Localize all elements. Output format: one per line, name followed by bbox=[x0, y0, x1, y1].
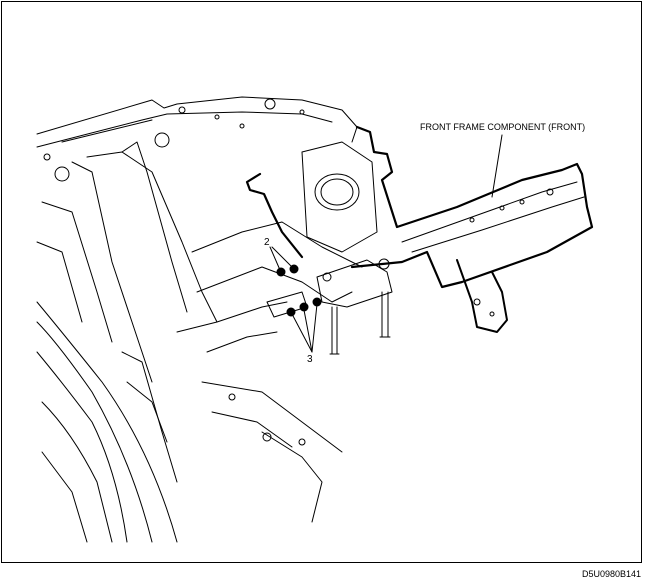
wheel-housing-arc bbox=[36, 301, 178, 543]
leader-3c bbox=[311, 303, 318, 353]
front-frame-component-label: FRONT FRAME COMPONENT (FRONT) bbox=[420, 122, 586, 132]
weld-point bbox=[312, 297, 322, 307]
front-frame-component-outline bbox=[350, 125, 594, 289]
vehicle-frame-drawing bbox=[36, 96, 594, 543]
front-frame-leader bbox=[491, 134, 503, 198]
floor-panel bbox=[191, 221, 363, 268]
leader-3a bbox=[291, 313, 313, 353]
leader-2a bbox=[269, 246, 281, 271]
cowl-panel-outline bbox=[36, 96, 358, 143]
figure-code: D5U0980B141 bbox=[581, 569, 641, 579]
stud-right bbox=[379, 291, 391, 338]
callout-3: 3 bbox=[307, 354, 313, 365]
leader-2b bbox=[271, 246, 293, 268]
callout-2: 2 bbox=[264, 237, 270, 248]
diagram-frame: FRONT FRAME COMPONENT (FRONT) 2 3 bbox=[1, 1, 642, 563]
weld-point bbox=[286, 307, 296, 317]
strut-tower-hole bbox=[314, 173, 360, 211]
leader-3b bbox=[303, 309, 313, 353]
weld-point bbox=[276, 267, 286, 277]
stud-left bbox=[329, 306, 340, 355]
weld-point bbox=[299, 302, 309, 312]
weld-point bbox=[289, 264, 299, 274]
left-pillar bbox=[71, 161, 153, 383]
